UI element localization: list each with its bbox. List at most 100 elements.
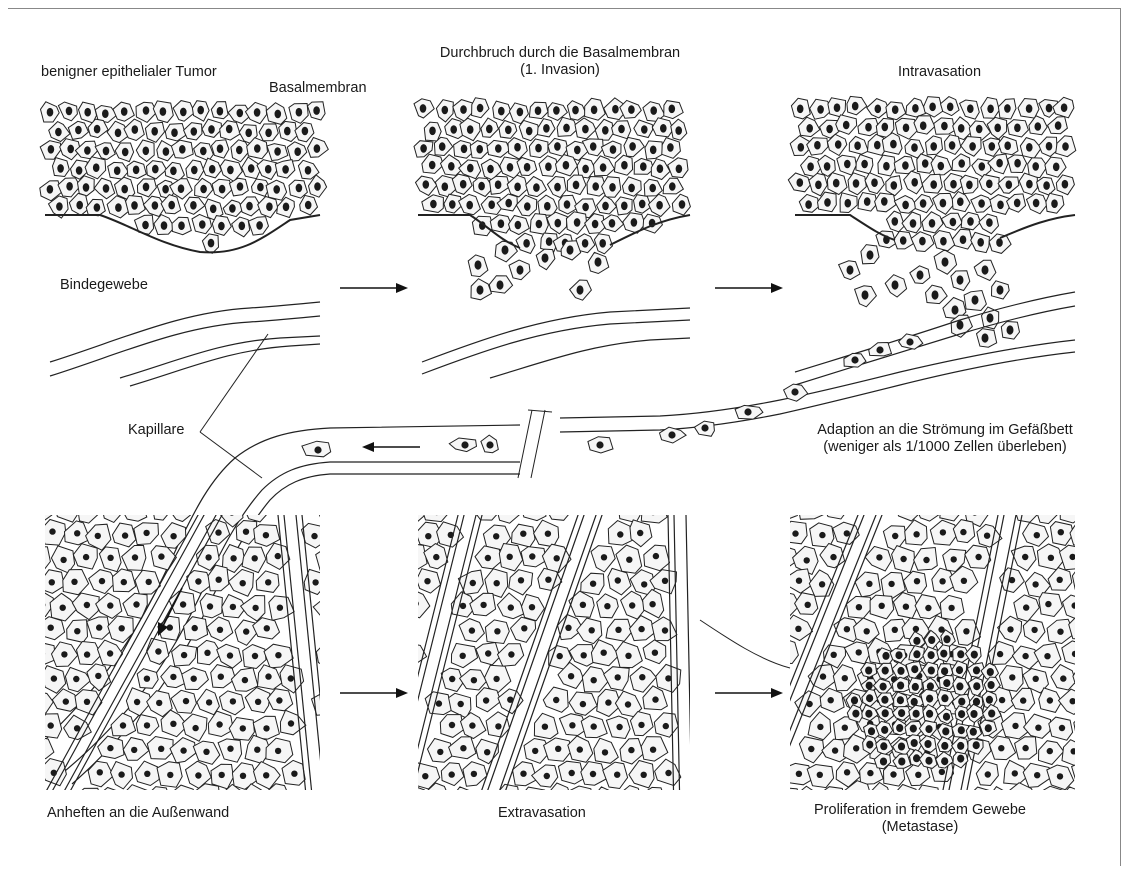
cell-nucleus [498, 219, 505, 228]
cell-nucleus [882, 123, 889, 132]
cell-nucleus [283, 203, 290, 212]
cell-nucleus [590, 142, 597, 151]
cell-nucleus [652, 650, 658, 656]
cell-nucleus [883, 162, 890, 171]
cell-nucleus [599, 239, 606, 248]
cell-nucleus [832, 747, 838, 753]
cell-nucleus [486, 125, 493, 134]
cell-nucleus [650, 796, 656, 802]
cell-nucleus [924, 795, 930, 801]
cell-nucleus [875, 105, 882, 114]
cell-nucleus [910, 219, 917, 228]
cell-nucleus [628, 184, 635, 193]
cell-nucleus [208, 125, 215, 134]
panel-extravasation-tissue [382, 490, 698, 820]
cell-nucleus [970, 710, 977, 718]
cell-nucleus [326, 652, 332, 658]
cell-nucleus [167, 624, 173, 630]
cell-nucleus [144, 676, 150, 682]
cell-nucleus [305, 201, 312, 210]
cell-nucleus [865, 123, 872, 132]
cell-nucleus [192, 625, 198, 631]
cell-nucleus [881, 726, 888, 734]
vessel-wall [692, 490, 699, 820]
cell-nucleus [1055, 121, 1062, 130]
cell-nucleus [1020, 793, 1026, 799]
cell-nucleus [494, 628, 500, 634]
cell-nucleus [337, 628, 343, 634]
cell-nucleus [218, 674, 224, 680]
cell-nucleus [577, 746, 583, 752]
cell-nucleus [1033, 676, 1039, 682]
cell-nucleus [535, 106, 542, 115]
cell-nucleus [544, 202, 551, 211]
cell-nucleus [546, 237, 553, 246]
cell-nucleus [203, 749, 209, 755]
cell-nucleus [601, 650, 607, 656]
cell-nucleus [580, 701, 586, 707]
cell-nucleus [1007, 325, 1014, 334]
cell-nucleus [555, 746, 561, 752]
cell-nucleus [205, 554, 211, 560]
cell-nucleus [977, 238, 984, 247]
cell-nucleus [236, 146, 243, 155]
cell-nucleus [163, 147, 170, 156]
cell-nucleus [929, 103, 936, 112]
cell-nucleus [573, 181, 580, 190]
cell-nucleus [864, 197, 871, 206]
cell-nucleus [591, 723, 597, 729]
cell-nucleus [628, 105, 635, 114]
cell-nucleus [215, 529, 221, 535]
cell [566, 786, 593, 807]
cell-nucleus [940, 650, 947, 658]
cell-nucleus [252, 605, 258, 611]
cell-nucleus [862, 290, 869, 299]
cell-nucleus [994, 124, 1001, 133]
label-breakthrough-line1: Durchbruch durch die Basalmembran [430, 45, 690, 62]
cell-nucleus [115, 129, 122, 138]
cell-nucleus [67, 145, 74, 154]
cell-nucleus [880, 742, 887, 750]
cell-nucleus [170, 533, 176, 539]
cell-nucleus [903, 604, 909, 610]
cell-nucleus [581, 652, 587, 658]
cell-nucleus [151, 127, 158, 136]
kapillare-pointer [200, 334, 268, 432]
cell-nucleus [577, 794, 583, 800]
cell-nucleus [180, 601, 186, 607]
cell-nucleus [143, 183, 150, 192]
cell-nucleus [312, 579, 318, 585]
cell-nucleus [47, 108, 54, 117]
cell-nucleus [63, 698, 69, 704]
cell-nucleus [425, 533, 431, 539]
cell-nucleus [240, 773, 246, 779]
cell-nucleus [191, 127, 198, 136]
cell-nucleus [815, 181, 822, 190]
cell-nucleus [926, 695, 933, 703]
cell-nucleus [190, 201, 197, 210]
cell-nucleus [1053, 163, 1060, 172]
cell-nucleus [625, 701, 631, 707]
cell-nucleus [854, 141, 861, 150]
cell-nucleus [943, 635, 950, 643]
cell-nucleus [582, 203, 589, 212]
cell-nucleus [275, 794, 281, 800]
cell-nucleus [996, 159, 1003, 168]
cell-nucleus [219, 185, 226, 194]
cell [1060, 500, 1082, 524]
cell-nucleus [217, 107, 224, 116]
cell-nucleus [856, 604, 862, 610]
cell-nucleus [866, 694, 873, 702]
cell-nucleus [982, 265, 989, 274]
cell-nucleus [835, 140, 842, 149]
cell-nucleus [96, 624, 102, 630]
cell-nucleus [429, 161, 436, 170]
cell-nucleus [429, 127, 436, 136]
cell-nucleus [845, 199, 852, 208]
cell-nucleus [817, 724, 823, 730]
cell-nucleus [1034, 772, 1040, 778]
cell [619, 498, 640, 522]
cell-nucleus [192, 725, 198, 731]
cell-nucleus [413, 794, 419, 800]
cell-nucleus [614, 772, 620, 778]
